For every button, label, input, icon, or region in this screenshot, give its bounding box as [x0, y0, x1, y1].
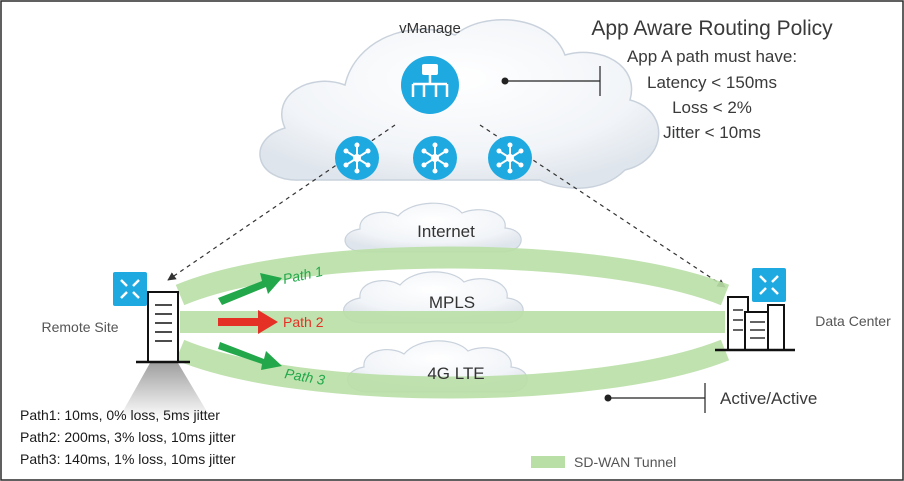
policy-title: App Aware Routing Policy: [591, 17, 833, 40]
sd-wan-tunnel-lte: [175, 339, 730, 399]
data-center-label: Data Center: [815, 313, 891, 329]
vmanage-icon: [401, 56, 459, 114]
sd-wan-tunnel-internet: [175, 246, 730, 306]
vsmart-controller-icon-1: [335, 136, 379, 180]
path-2-arrow: [218, 310, 278, 334]
remote-router-icon: [113, 272, 147, 306]
mpls-label: MPLS: [429, 293, 475, 312]
active-active-label: Active/Active: [720, 389, 817, 408]
vsmart-controller-icon-2: [413, 136, 457, 180]
path-3-stats: Path3: 140ms, 1% loss, 10ms jitter: [20, 451, 236, 467]
active-active-pointer: [604, 383, 706, 413]
policy-loss: Loss < 2%: [672, 98, 752, 117]
policy-jitter: Jitter < 10ms: [663, 123, 761, 142]
policy-pointer: [501, 66, 601, 96]
policy-latency: Latency < 150ms: [647, 73, 777, 92]
path-3-arrow: [218, 342, 282, 370]
mpls-cloud: [342, 271, 524, 324]
path-2-label: Path 2: [283, 314, 324, 330]
vmanage-label: vManage: [399, 20, 461, 37]
vsmart-controller-icon-3: [488, 136, 532, 180]
data-center-building: [715, 296, 795, 352]
path-1-stats: Path1: 10ms, 0% loss, 5ms jitter: [20, 407, 220, 423]
internet-label: Internet: [417, 222, 475, 241]
policy-requirement-header: App A path must have:: [627, 47, 797, 66]
remote-site-label: Remote Site: [41, 319, 118, 335]
path-3-label: Path 3: [283, 365, 326, 388]
legend-swatch: [531, 456, 565, 468]
datacenter-router-icon: [752, 268, 786, 302]
legend-label: SD-WAN Tunnel: [574, 454, 676, 470]
path-2-stats: Path2: 200ms, 3% loss, 10ms jitter: [20, 429, 236, 445]
path-1-arrow: [218, 273, 282, 305]
internet-cloud: [344, 202, 522, 253]
control-link-remote: [167, 124, 396, 281]
remote-site-building: [118, 291, 212, 420]
lte-label: 4G LTE: [427, 364, 484, 383]
